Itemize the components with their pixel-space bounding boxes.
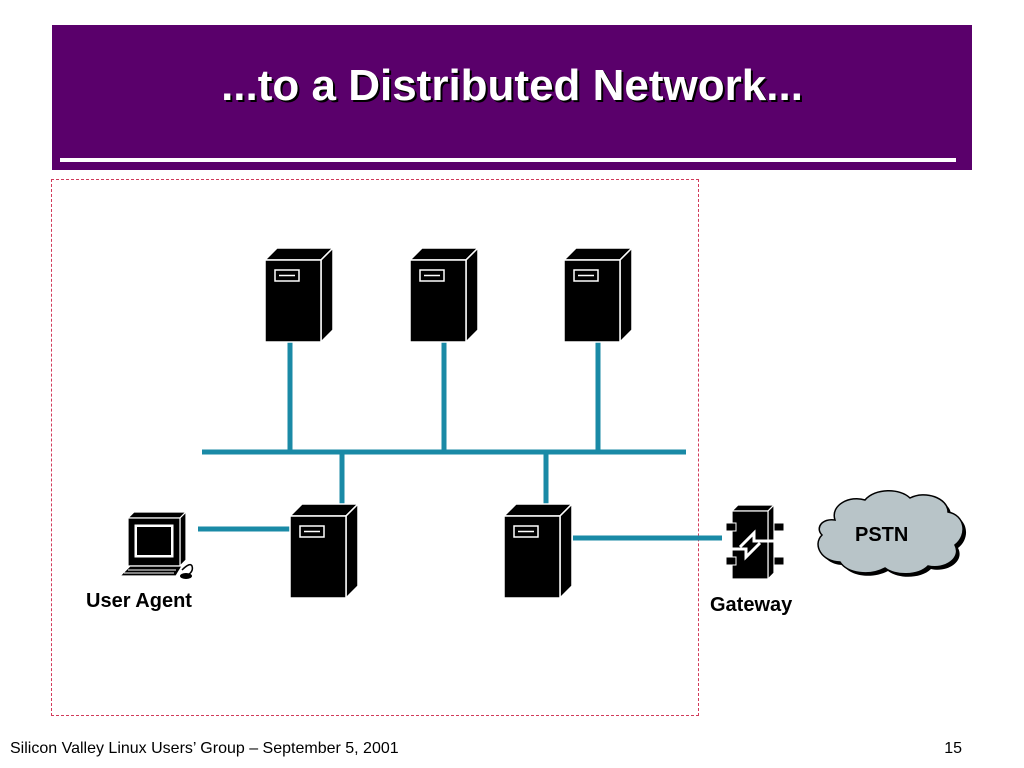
server-icon (289, 503, 359, 599)
network-boundary (51, 179, 699, 716)
server-icon (409, 247, 479, 343)
slide-footer: Silicon Valley Linux Users’ Group – Sept… (10, 740, 399, 757)
gateway-label: Gateway (710, 594, 793, 616)
cloud-icon (817, 490, 967, 577)
title-underline (60, 158, 956, 162)
server-icon (503, 503, 573, 599)
page-number: 15 (944, 740, 962, 757)
server-icon (563, 247, 633, 343)
title-bar: ...to a Distributed Network... (52, 25, 972, 170)
links (198, 340, 722, 541)
slide-title: ...to a Distributed Network... (221, 61, 803, 110)
pstn-label: PSTN (855, 524, 909, 546)
server-icon (264, 247, 334, 343)
user-agent-label: User Agent (86, 590, 192, 612)
workstation-icon (118, 510, 194, 579)
gateway-icon (722, 503, 785, 581)
